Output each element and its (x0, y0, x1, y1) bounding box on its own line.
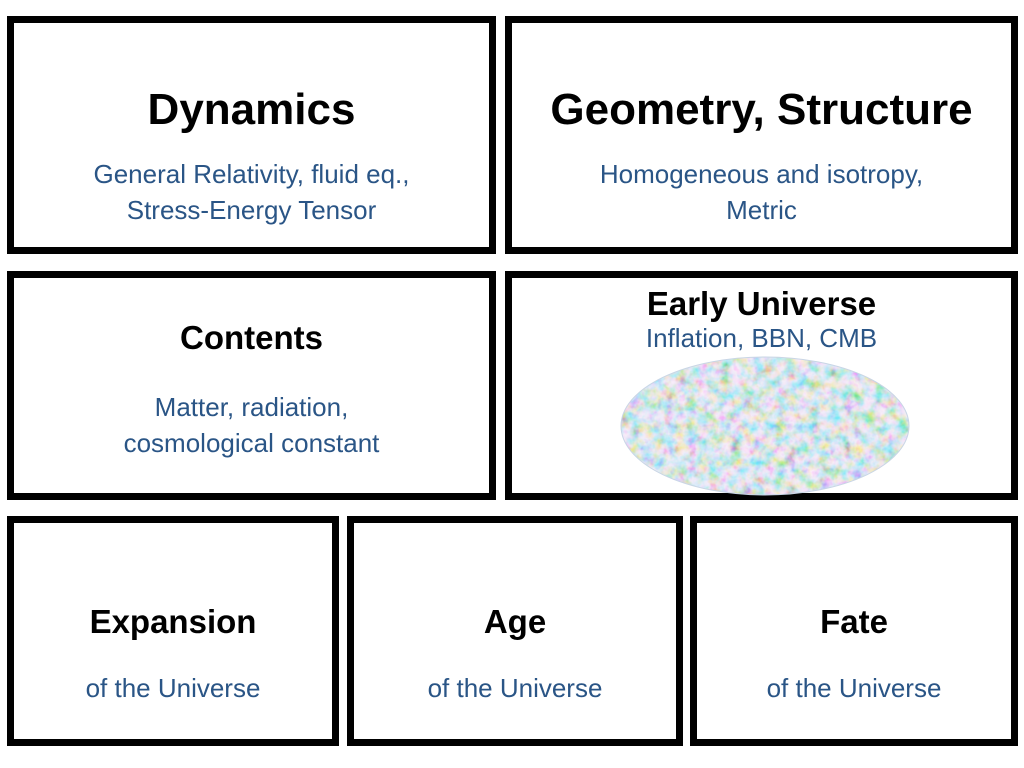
expansion-title: Expansion (89, 603, 257, 640)
geometry-structure-title: Geometry, Structure (550, 85, 973, 134)
geometry-structure-box: Geometry, Structure Homogeneous and isot… (505, 16, 1018, 254)
dynamics-title: Dynamics (147, 85, 356, 134)
geometry-description-line: Metric (726, 195, 797, 225)
dynamics-description-line: Stress-Energy Tensor (126, 195, 377, 225)
age-title: Age (483, 603, 547, 640)
age-subtitle: of the Universe (427, 673, 603, 703)
contents-description-line: cosmological constant (123, 428, 380, 458)
expansion-subtitle: of the Universe (85, 673, 261, 703)
contents-description: Matter, radiation, cosmological constant (14, 389, 489, 461)
contents-description-line: Matter, radiation, (154, 392, 349, 422)
cmb-sky-map-image (620, 356, 910, 496)
early-universe-title: Early Universe (646, 285, 877, 322)
dynamics-description: General Relativity, fluid eq., Stress-En… (14, 156, 489, 228)
fate-box: Fate of the Universe (690, 516, 1018, 746)
contents-box: Contents Matter, radiation, cosmological… (7, 271, 496, 500)
dynamics-box: Dynamics General Relativity, fluid eq., … (7, 16, 496, 254)
geometry-structure-description: Homogeneous and isotropy, Metric (512, 156, 1011, 228)
dynamics-description-line: General Relativity, fluid eq., (93, 159, 410, 189)
fate-subtitle: of the Universe (766, 673, 942, 703)
contents-title: Contents (180, 319, 323, 356)
early-universe-subtitle: Inflation, BBN, CMB (645, 323, 878, 353)
geometry-description-line: Homogeneous and isotropy, (599, 159, 924, 189)
expansion-box: Expansion of the Universe (7, 516, 339, 746)
fate-title: Fate (820, 603, 888, 640)
early-universe-box: Early Universe Inflation, BBN, CMB (505, 271, 1018, 500)
age-box: Age of the Universe (347, 516, 683, 746)
